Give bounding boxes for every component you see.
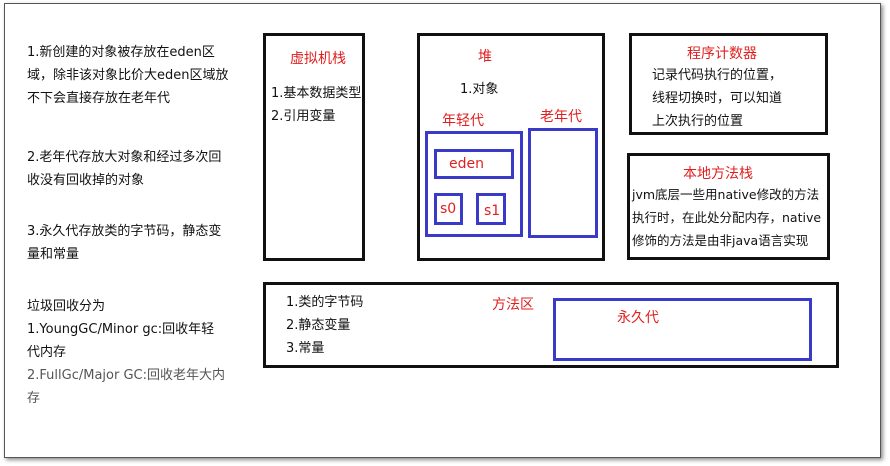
heap-box: 堆 1.对象 年轻代 老年代 eden s0 s1	[417, 33, 605, 261]
gc-title: 垃圾回收分为	[27, 299, 106, 314]
vm-stack-item: 2.引用变量	[271, 109, 336, 124]
method-area-items: 1.类的字节码 2.静态变量 3.常量	[286, 291, 363, 360]
note-line: 1.新创建的对象被存放在eden区	[27, 45, 215, 60]
vm-stack-box: 虚拟机栈 1.基本数据类型 2.引用变量	[263, 33, 365, 261]
pc-counter-line: 上次执行的位置	[652, 114, 744, 129]
old-gen-label: 老年代	[540, 109, 582, 125]
young-gen-label: 年轻代	[442, 113, 484, 129]
method-area-item: 1.类的字节码	[286, 295, 364, 310]
gc-young: 1.YoungGC/Minor gc:回收年轻	[27, 322, 215, 337]
s1-label: s1	[484, 203, 501, 219]
heap-object-label: 1.对象	[460, 82, 499, 97]
s0-label: s0	[440, 201, 457, 217]
native-stack-box: 本地方法栈 jvm底层一些用native修改的方法 执行时，在此处分配内存，na…	[627, 153, 830, 260]
gc-full: 2.FullGc/Major GC:回收老年大内	[27, 368, 225, 383]
note-line: 域，除非该对象比价大eden区域放	[27, 68, 229, 83]
native-stack-line: 执行时，在此处分配内存，native	[632, 210, 822, 225]
s1-box: s1	[476, 193, 506, 225]
pc-counter-lines: 记录代码执行的位置， 线程切换时，可以知道 上次执行的位置	[652, 64, 782, 133]
method-area-box: 1.类的字节码 2.静态变量 3.常量 方法区 永久代	[263, 282, 839, 368]
permgen-label: 永久代	[617, 310, 659, 326]
method-area-item: 2.静态变量	[286, 318, 351, 333]
vm-stack-title: 虚拟机栈	[290, 51, 346, 67]
vm-stack-item: 1.基本数据类型	[271, 86, 362, 101]
note-line: 收没有回收掉的对象	[27, 173, 145, 188]
pc-counter-title: 程序计数器	[687, 46, 757, 62]
note-line: 3.永久代存放类的字节码，静态变	[27, 224, 222, 239]
gc-young: 代内存	[27, 345, 67, 360]
native-stack-title: 本地方法栈	[683, 166, 753, 182]
note-line: 不下会直接存放在老年代	[27, 91, 171, 106]
note-eden: 1.新创建的对象被存放在eden区 域，除非该对象比价大eden区域放 不下会直…	[27, 41, 229, 110]
diagram-frame: 1.新创建的对象被存放在eden区 域，除非该对象比价大eden区域放 不下会直…	[4, 3, 881, 458]
eden-label: eden	[449, 156, 484, 172]
heap-title: 堆	[478, 49, 492, 65]
vm-stack-items: 1.基本数据类型 2.引用变量	[271, 82, 361, 128]
young-gen-box: eden s0 s1	[425, 131, 523, 237]
permgen-box: 永久代	[553, 298, 812, 361]
pc-counter-box: 程序计数器 记录代码执行的位置， 线程切换时，可以知道 上次执行的位置	[629, 33, 828, 135]
native-stack-line: 修饰的方法是由非java语言实现	[632, 233, 809, 248]
note-line: 2.老年代存放大对象和经过多次回	[27, 150, 222, 165]
pc-counter-line: 记录代码执行的位置，	[652, 68, 783, 83]
native-stack-line: jvm底层一些用native修改的方法	[632, 187, 820, 202]
method-area-title: 方法区	[492, 297, 534, 313]
pc-counter-line: 线程切换时，可以知道	[652, 91, 783, 106]
note-line: 量和常量	[27, 247, 80, 262]
s0-box: s0	[434, 193, 463, 225]
gc-full: 存	[27, 391, 41, 406]
note-permgen: 3.永久代存放类的字节码，静态变 量和常量	[27, 220, 221, 266]
native-stack-lines: jvm底层一些用native修改的方法 执行时，在此处分配内存，native 修…	[632, 183, 821, 252]
method-area-item: 3.常量	[286, 341, 325, 356]
old-gen-box	[528, 128, 598, 238]
note-gc: 垃圾回收分为 1.YoungGC/Minor gc:回收年轻 代内存 2.Ful…	[27, 295, 225, 410]
note-old-gen: 2.老年代存放大对象和经过多次回 收没有回收掉的对象	[27, 146, 221, 192]
eden-box: eden	[434, 149, 514, 179]
